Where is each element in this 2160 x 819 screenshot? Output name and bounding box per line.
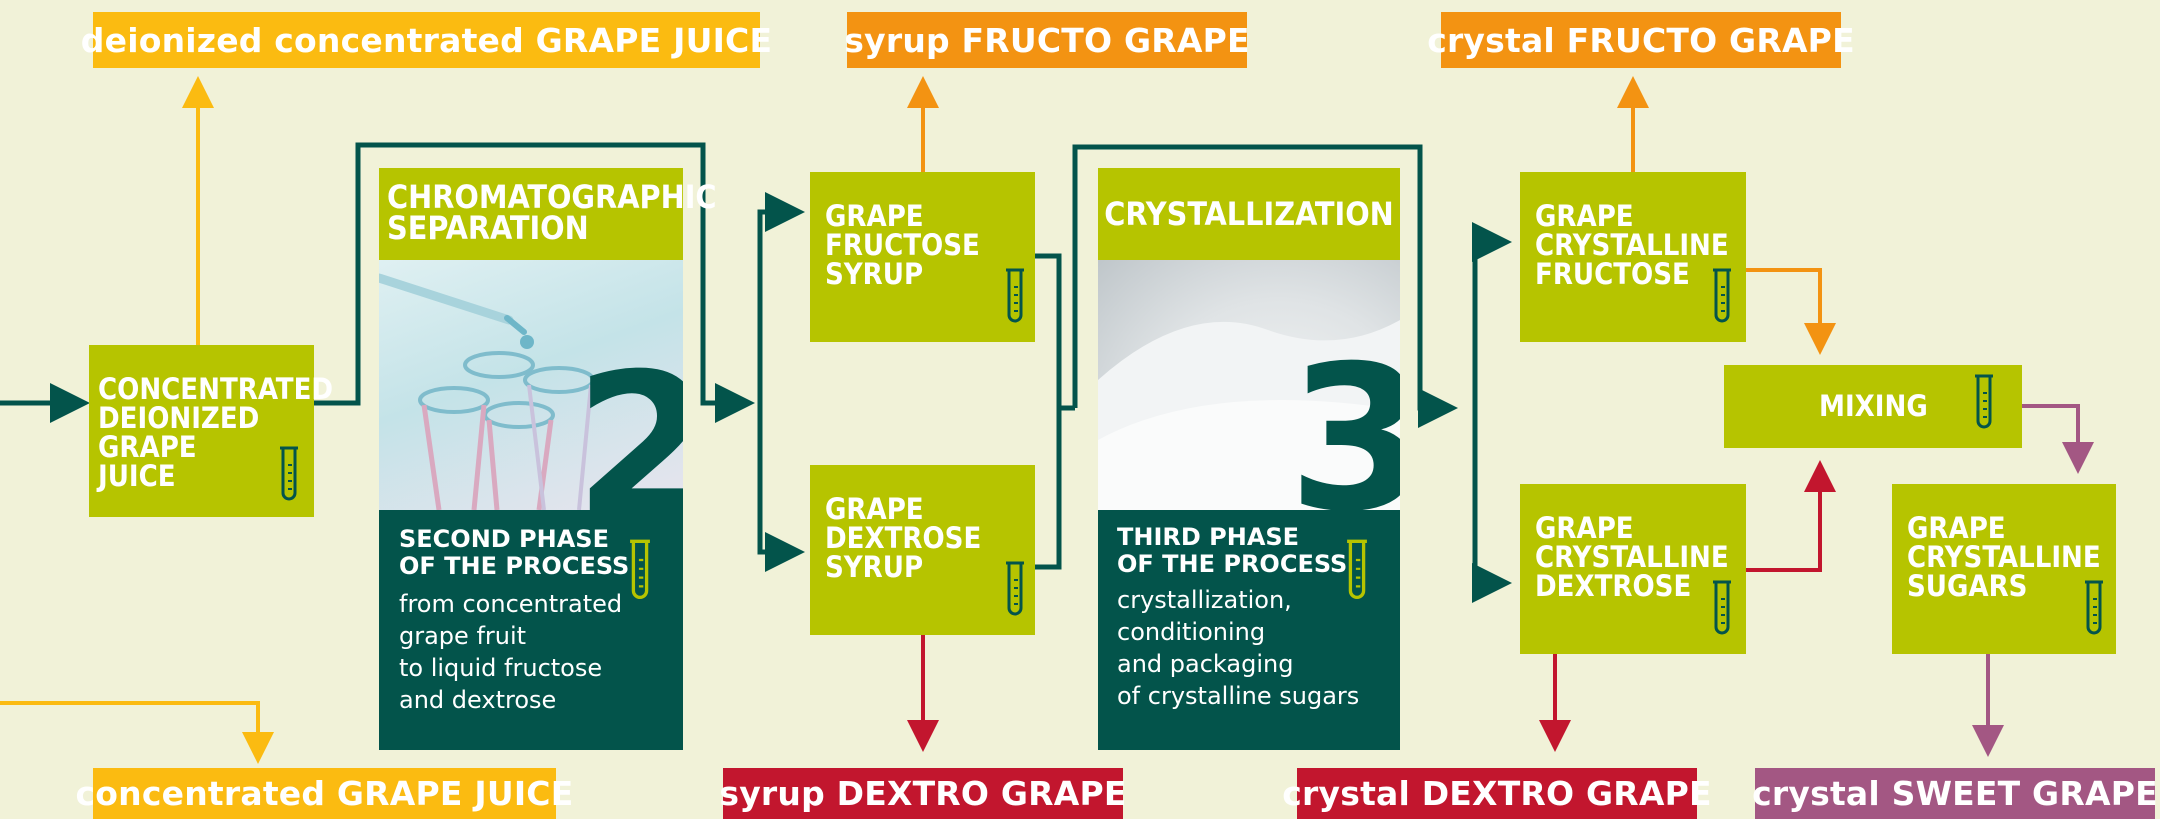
line-split-fructose (757, 192, 805, 403)
phase2-text: from concentrated grape fruit to liquid … (399, 590, 623, 714)
line-split-dextrose (757, 403, 805, 572)
node-grape-crystalline-sugars: GRAPE CRYSTALLINE SUGARS (1892, 484, 2116, 654)
line-dextrose-to-mixing (1746, 460, 1836, 572)
line-split-cryst-fructose (1472, 222, 1512, 408)
test-tube-icon (630, 539, 650, 600)
test-tube-icon (1347, 539, 1367, 600)
test-tube-icon (1006, 268, 1024, 323)
test-tubes-illustration (379, 273, 595, 510)
phase3-description-panel: THIRD PHASE OF THE PROCESS crystallizati… (1098, 510, 1400, 750)
node-grape-fructose-syrup: GRAPE FRUCTOSE SYRUP (810, 172, 1035, 342)
sugar-crystals-illustration (1098, 320, 1400, 510)
output-syrup-fructo-grape: syrup FRUCTO GRAPE (844, 12, 1250, 68)
line-fructose-to-mixing (1746, 268, 1836, 355)
line-fructose-to-phase3 (1035, 253, 1075, 411)
phase2-title: SECOND PHASE OF THE PROCESS (399, 525, 630, 580)
phase3-text: crystallization, conditioning and packag… (1117, 586, 1360, 710)
test-tube-icon (1006, 561, 1024, 616)
phase2-heading: CHROMATOGRAPHIC SEPARATION (379, 168, 717, 260)
line-to-concentrated-juice (0, 701, 274, 764)
test-tube-icon (1975, 374, 1993, 429)
phase2-description-panel: SECOND PHASE OF THE PROCESS from concent… (379, 510, 683, 750)
output-crystal-dextro-grape: crystal DEXTRO GRAPE (1282, 768, 1712, 819)
test-tubes-photo: 2 (379, 260, 683, 510)
sugar-crystals-photo: 3 (1098, 260, 1400, 510)
phase3-number: 3 (1288, 323, 1400, 511)
node-grape-crystalline-dextrose: GRAPE CRYSTALLINE DEXTROSE (1520, 484, 1746, 654)
phase3-heading: CRYSTALLIZATION (1098, 168, 1400, 260)
line-mixing-to-sugars (2021, 404, 2094, 474)
node-concentrated-deionized-grape-juice: CONCENTRATED DEIONIZED GRAPE JUICE (89, 345, 333, 517)
output-syrup-dextro-grape: syrup DEXTRO GRAPE (719, 768, 1126, 819)
line-split-cryst-dextrose (1472, 408, 1512, 603)
node-grape-crystalline-fructose: GRAPE CRYSTALLINE FRUCTOSE (1520, 172, 1746, 342)
node-grape-dextrose-syrup: GRAPE DEXTROSE SYRUP (810, 465, 1035, 635)
phase2-number: 2 (574, 331, 683, 511)
test-tube-icon (2085, 580, 2103, 635)
phase3-title: THIRD PHASE OF THE PROCESS (1117, 523, 1348, 578)
node-mixing: MIXING (1724, 365, 2022, 448)
test-tube-icon (1713, 580, 1731, 635)
line-to-phase3 (1072, 144, 1458, 428)
output-crystal-sweet-grape: crystal SWEET GRAPE (1752, 768, 2158, 819)
output-crystal-fructo-grape: crystal FRUCTO GRAPE (1427, 12, 1855, 68)
output-deionized-concentrated-grape-juice: deionized concentrated GRAPE JUICE (81, 12, 772, 68)
output-concentrated-grape-juice: concentrated GRAPE JUICE (76, 768, 573, 819)
line-dextrose-to-phase3 (1035, 408, 1062, 570)
test-tube-icon (1713, 268, 1731, 323)
line-to-phase2 (314, 142, 755, 423)
test-tube-icon (280, 446, 298, 501)
